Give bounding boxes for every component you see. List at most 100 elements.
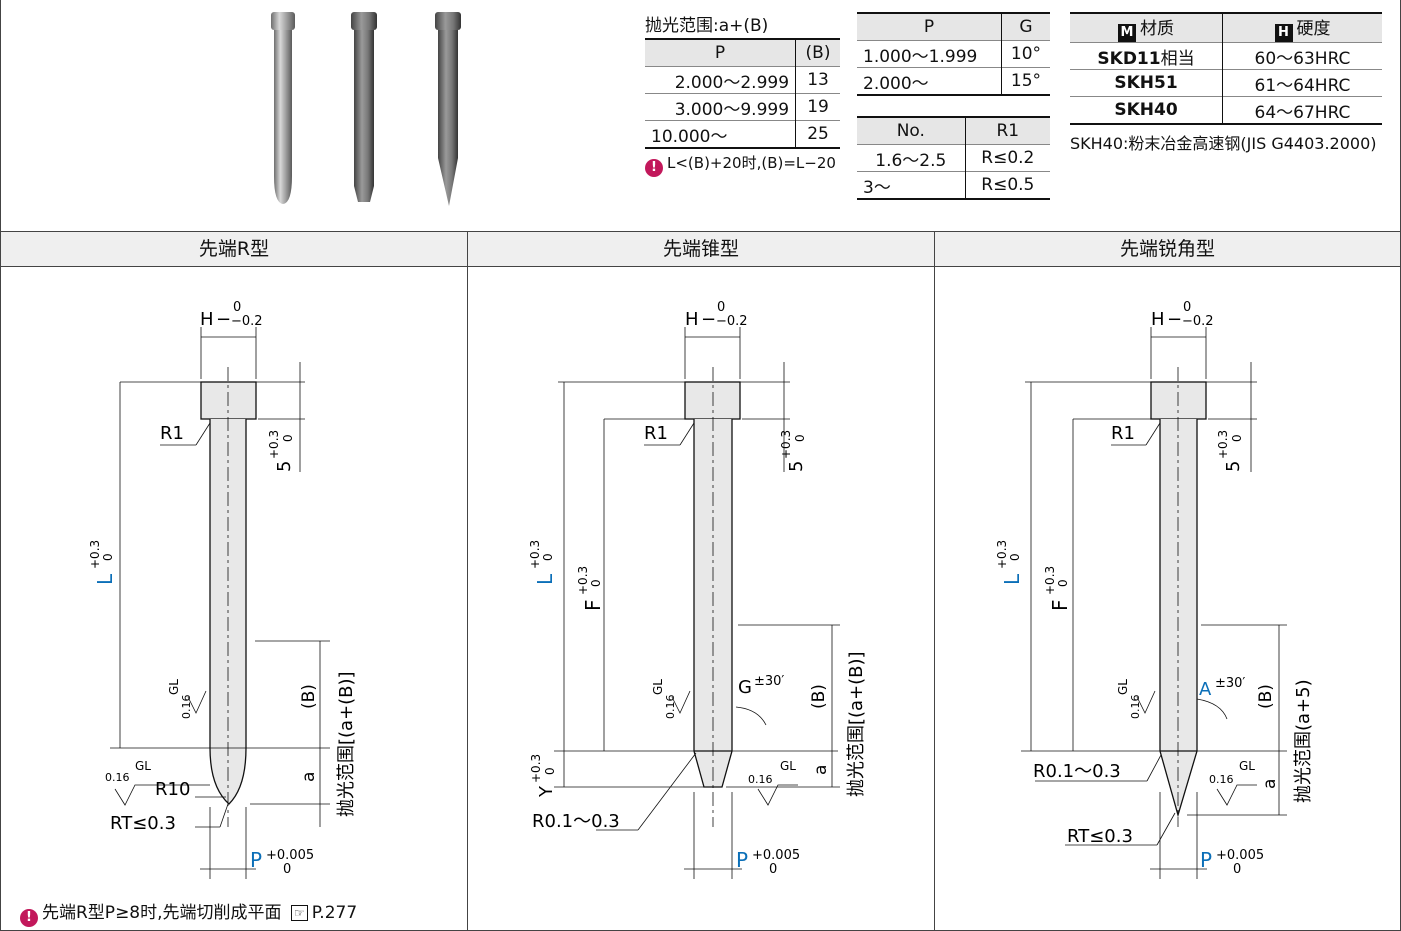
warning-icon: !: [20, 909, 38, 927]
dim-a: a: [811, 765, 831, 775]
photo-pin-r-head: [271, 12, 295, 30]
dim-h-upper: 0: [233, 300, 241, 315]
r-row-no: 3～: [857, 171, 966, 199]
material-row-hardness: 64～67HRC: [1222, 96, 1382, 124]
dim-r1: R1: [644, 423, 668, 444]
polish-row-b: 25: [795, 120, 840, 148]
polish-row-p: 3.000～9.999: [645, 93, 796, 121]
dim-polish: 抛光范围[(a+(B)]: [846, 651, 867, 797]
gl-value: 0.16: [180, 695, 193, 720]
photo-pin-taper-body: [354, 30, 374, 202]
drawing-r-type: H − 0 −0.2 R1 5 +0.3 0 L +0.3 0 (B) 抛光范围…: [88, 300, 357, 879]
warning-icon: !: [645, 159, 663, 177]
dim-five-upper: +0.3: [1216, 430, 1230, 459]
gl-label: GL: [167, 679, 181, 695]
dim-h: H: [200, 309, 214, 330]
dim-five-upper: +0.3: [267, 430, 281, 459]
dim-b: (B): [809, 684, 829, 709]
drawing-taper-type: H − 0 −0.2 R1 5 +0.3 0 L +0.3 0 F +0.3 0…: [528, 300, 867, 879]
dim-rt: RT≤0.3: [110, 813, 176, 834]
section-title-sharp: 先端锐角型: [935, 232, 1400, 267]
dim-five-lower: 0: [793, 434, 807, 442]
dim-y-lower: 0: [543, 767, 557, 775]
dim-h: H: [685, 309, 699, 330]
material-note: SKH40:粉末冶金高速钢(JIS G4403.2000): [1070, 134, 1377, 153]
gl-value: 0.16: [664, 695, 677, 720]
r-header-r1: R1: [964, 117, 1050, 145]
dim-y: Y: [536, 785, 557, 798]
dim-h-lower: −0.2: [716, 314, 748, 329]
material-badge-icon: M: [1118, 24, 1136, 42]
dim-l-lower: 0: [541, 553, 555, 561]
dim-p: P: [736, 848, 748, 872]
dim-l: L: [533, 573, 557, 585]
dim-b: (B): [299, 684, 319, 709]
pin-body: [1159, 419, 1198, 818]
dim-five-lower: 0: [281, 434, 295, 442]
material-row-hardness: 60～63HRC: [1222, 42, 1382, 70]
photo-pin-sharp-head: [435, 12, 461, 30]
dim-p-upper: +0.005: [752, 848, 800, 863]
photo-pin-r-body: [274, 30, 292, 204]
page-reference-link[interactable]: P.277: [311, 903, 358, 923]
dim-f-upper: +0.3: [1043, 566, 1057, 595]
dim-h: H: [1151, 309, 1165, 330]
pin-photos: [271, 12, 461, 206]
dim-polish: 抛光范围[(a+(B)]: [336, 671, 357, 817]
material-row-name: SKD11相当: [1070, 42, 1223, 70]
divider: [934, 231, 935, 931]
svg-text:−: −: [701, 309, 716, 330]
dim-f-upper: +0.3: [576, 566, 590, 595]
dim-l-upper: +0.3: [88, 540, 102, 569]
bottom-note: !先端R型P≥8时,先端切削成平面 ☞P.277: [20, 898, 357, 927]
gl-label: GL: [135, 759, 151, 773]
dim-five: 5: [1223, 461, 1244, 472]
g-header-g: G: [1000, 13, 1050, 41]
dim-f: F: [581, 599, 605, 611]
dim-f-lower: 0: [1056, 579, 1070, 587]
gl-label: GL: [1116, 679, 1130, 695]
dim-f-lower: 0: [589, 579, 603, 587]
r-header-no: No.: [896, 121, 925, 141]
section-title-taper: 先端锥型: [468, 232, 934, 267]
dim-r01: R0.1～0.3: [532, 811, 620, 832]
polish-row-p: 10.000～: [645, 120, 796, 148]
dim-h-upper: 0: [1183, 300, 1191, 315]
polish-row-p: 2.000～2.999: [645, 66, 796, 94]
dim-five: 5: [274, 461, 295, 472]
r-row-r: R≤0.2: [964, 144, 1050, 172]
svg-text:−: −: [1167, 309, 1182, 330]
hardness-badge-icon: H: [1274, 24, 1293, 42]
g-table: P G 1.000～1.999 10° 2.000～ 15°: [857, 12, 1050, 96]
polish-row-b: 13: [795, 66, 840, 94]
dim-a-angle: A: [1199, 679, 1212, 700]
svg-text:−: −: [216, 309, 231, 330]
dim-l-upper: +0.3: [995, 540, 1009, 569]
dim-r1: R1: [160, 423, 184, 444]
dim-p: P: [1200, 848, 1212, 872]
dim-r10: R10: [155, 779, 190, 800]
photo-pin-taper-head: [351, 12, 377, 30]
dim-l-upper: +0.3: [528, 540, 542, 569]
material-row-name: SKH40: [1070, 96, 1223, 124]
dim-l: L: [1000, 573, 1024, 585]
dim-p: P: [250, 848, 262, 872]
dim-p-lower: 0: [1233, 862, 1241, 877]
dim-l-lower: 0: [101, 553, 115, 561]
g-row-p: 1.000～1.999: [857, 40, 1002, 68]
g-row-g: 10°: [1000, 40, 1050, 68]
dim-a: a: [299, 772, 319, 782]
dim-p-lower: 0: [283, 862, 291, 877]
polish-note: !L<(B)+20时,(B)=L−20: [645, 152, 836, 177]
gl-value: 0.16: [748, 773, 773, 786]
g-row-p: 2.000～: [857, 67, 1002, 95]
r-row-no: 1.6～2.5: [857, 144, 966, 172]
r-row-r: R≤0.5: [964, 171, 1050, 199]
dim-h-upper: 0: [717, 300, 725, 315]
dim-l: L: [93, 573, 117, 585]
gl-label: GL: [1239, 759, 1255, 773]
dim-b: (B): [1256, 684, 1276, 709]
